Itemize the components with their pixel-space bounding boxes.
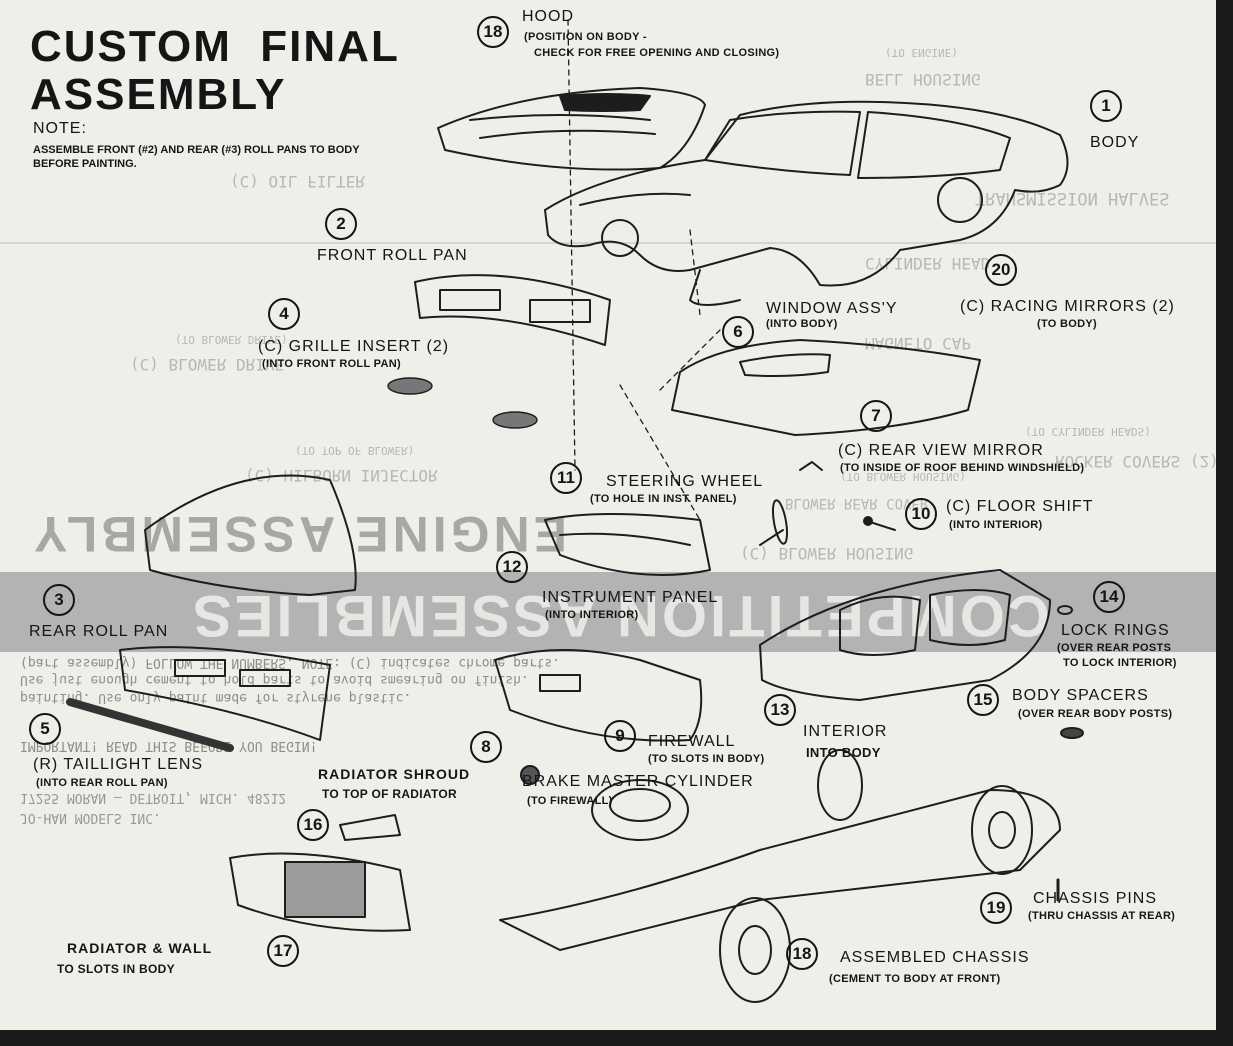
step-sublabel: (INTO INTERIOR) [949, 519, 1043, 531]
step-sublabel: (TO SLOTS IN BODY) [648, 753, 765, 765]
step-label: STEERING WHEEL [606, 473, 764, 490]
step-number-badge: 2 [325, 208, 357, 240]
bleed-banner-band [0, 572, 1216, 652]
hood-part [437, 87, 706, 171]
rear-roll-pan-part [119, 474, 357, 741]
step-sublabel: (INTO REAR ROLL PAN) [36, 777, 168, 789]
brake-master-cylinder-part [520, 765, 540, 785]
instruction-sheet: COMPETITION ASSEMBLIES ENGINE ASSEMBLY (… [0, 0, 1216, 1030]
chassis-part [499, 749, 1061, 1003]
interior-part [759, 569, 1051, 701]
step-label: FIREWALL [648, 733, 736, 750]
step-sublabel: (TO INSIDE OF ROOF BEHIND WINDSHIELD) [840, 462, 1085, 474]
step-label: RADIATOR & WALL [67, 940, 213, 956]
note-line: ASSEMBLE FRONT (#2) AND REAR (#3) ROLL P… [33, 144, 360, 156]
step-label: (C) RACING MIRRORS (2) [960, 298, 1175, 315]
step-number-badge: 14 [1093, 581, 1125, 613]
step-sublabel: (TO FIREWALL) [527, 795, 613, 807]
body-part [544, 100, 1069, 306]
step-sublabel: (OVER REAR BODY POSTS) [1018, 708, 1173, 720]
step-label: INSTRUMENT PANEL [542, 589, 719, 606]
step-number-badge: 19 [980, 892, 1012, 924]
step-label: BRAKE MASTER CYLINDER [522, 773, 754, 790]
step-label: (R) TAILLIGHT LENS [33, 756, 204, 773]
step-label: LOCK RINGS [1061, 622, 1170, 639]
step-label: INTERIOR [803, 723, 888, 740]
step-number-badge: 7 [860, 400, 892, 432]
step-number-badge: 15 [967, 684, 999, 716]
step-label: (C) FLOOR SHIFT [946, 498, 1094, 515]
step-sublabel: INTO BODY [806, 745, 881, 760]
lock-ring-part [1057, 605, 1073, 615]
step-number-badge: 12 [496, 551, 528, 583]
step-label: REAR ROLL PAN [29, 623, 169, 640]
instrument-panel-part [544, 513, 711, 576]
step-sublabel: (TO BODY) [1037, 318, 1097, 330]
step-number-badge: 5 [29, 713, 61, 745]
step-number-badge: 4 [268, 298, 300, 330]
step-sublabel: TO SLOTS IN BODY [57, 962, 175, 976]
rear-view-mirror-part [799, 461, 823, 471]
step-number-badge: 11 [550, 462, 582, 494]
step-label: HOOD [522, 8, 574, 25]
radiator-wall-part [229, 852, 411, 932]
step-label: FRONT ROLL PAN [317, 247, 468, 264]
step-number-badge: 13 [764, 694, 796, 726]
note-line: BEFORE PAINTING. [33, 158, 137, 170]
step-label: CHASSIS PINS [1033, 890, 1158, 907]
steering-wheel-part [759, 499, 789, 546]
window-assembly-part [671, 339, 981, 436]
step-number-badge: 20 [985, 254, 1017, 286]
step-sublabel: (THRU CHASSIS AT REAR) [1028, 910, 1176, 922]
step-sublabel: (OVER REAR POSTS [1057, 642, 1172, 654]
step-number-badge: 10 [905, 498, 937, 530]
step-label: BODY [1090, 134, 1140, 151]
step-number-badge: 18 [786, 938, 818, 970]
step-sublabel: (INTO FRONT ROLL PAN) [262, 358, 401, 370]
page-title-line1: CUSTOM FINAL [30, 22, 400, 71]
step-sublabel: (POSITION ON BODY - [524, 31, 647, 43]
front-roll-pan-part [414, 274, 611, 346]
step-number-badge: 3 [43, 584, 75, 616]
step-label: BODY SPACERS [1012, 687, 1149, 704]
step-sublabel: (TO HOLE IN INST. PANEL) [590, 493, 737, 505]
page-title-line2: ASSEMBLY [30, 70, 287, 119]
body-spacer-part [1060, 727, 1084, 739]
step-number-badge: 17 [267, 935, 299, 967]
step-sublabel: (INTO BODY) [766, 318, 838, 330]
grille-insert-part [387, 377, 538, 429]
step-number-badge: 1 [1090, 90, 1122, 122]
step-number-badge: 18 [477, 16, 509, 48]
note-heading: NOTE: [33, 120, 87, 137]
radiator-shroud-part [339, 814, 401, 841]
step-sublabel: CHECK FOR FREE OPENING AND CLOSING) [534, 47, 780, 59]
exploded-view-drawing [66, 19, 1084, 1003]
taillight-lens-part [66, 698, 234, 752]
step-sublabel: (CEMENT TO BODY AT FRONT) [829, 973, 1001, 985]
fold-crease [0, 242, 1216, 244]
step-label: RADIATOR SHROUD [318, 766, 471, 782]
step-sublabel: TO LOCK INTERIOR) [1063, 657, 1177, 669]
step-sublabel: (INTO INTERIOR) [545, 609, 639, 621]
step-number-badge: 6 [722, 316, 754, 348]
firewall-part [494, 649, 703, 742]
step-number-badge: 16 [297, 809, 329, 841]
step-number-badge: 9 [604, 720, 636, 752]
step-label: ASSEMBLED CHASSIS [840, 949, 1030, 966]
floor-shift-part [863, 516, 896, 531]
step-sublabel: TO TOP OF RADIATOR [322, 787, 457, 801]
step-label: (C) REAR VIEW MIRROR [838, 442, 1044, 459]
step-number-badge: 8 [470, 731, 502, 763]
step-label: (C) GRILLE INSERT (2) [258, 338, 450, 355]
step-label: WINDOW ASS'Y [766, 300, 898, 317]
